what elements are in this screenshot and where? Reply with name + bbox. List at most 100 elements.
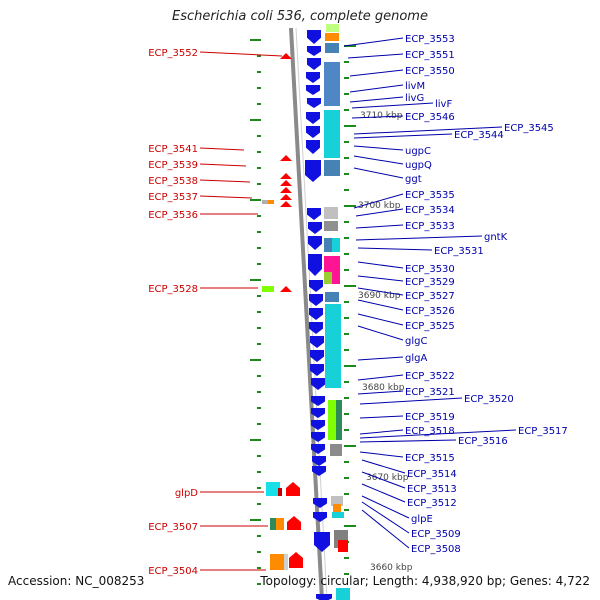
left-gene-label: ECP_3539 xyxy=(148,160,198,171)
cog-color-block xyxy=(332,238,340,252)
right-gene-label: ECP_3512 xyxy=(407,498,457,509)
right-gene-label: ECP_3534 xyxy=(405,205,455,216)
cog-color-block xyxy=(270,554,284,570)
right-label-leader xyxy=(351,102,434,109)
right-gene-label: ECP_3516 xyxy=(458,436,508,447)
cog-color-block xyxy=(324,62,340,106)
minus-strand-gene-arrow xyxy=(311,378,325,390)
right-label-leader xyxy=(357,325,404,341)
minus-strand-gene-arrow xyxy=(316,594,332,600)
scale-label: 3660 kbp xyxy=(370,563,413,573)
right-label-leader xyxy=(353,133,453,139)
plus-strand-gene-arrow xyxy=(280,53,292,59)
cog-color-block xyxy=(268,200,274,204)
cog-color-block xyxy=(276,518,284,530)
left-gene-label: ECP_3504 xyxy=(148,566,198,577)
right-gene-label: glpE xyxy=(411,514,433,525)
right-gene-label: gntK xyxy=(484,232,508,243)
right-label-leader xyxy=(361,501,410,534)
cog-color-block xyxy=(324,272,332,284)
scale-label: 3690 kbp xyxy=(358,291,401,301)
cog-color-block xyxy=(336,400,342,440)
cog-color-block xyxy=(270,518,276,530)
right-gene-label: ECP_3513 xyxy=(407,484,457,495)
cog-color-block xyxy=(332,512,344,518)
minus-strand-gene-arrow xyxy=(309,322,323,334)
right-label-leader xyxy=(349,69,404,77)
cog-color-block xyxy=(284,554,288,570)
cog-color-block xyxy=(324,160,340,176)
right-gene-label: ECP_3508 xyxy=(411,544,461,555)
minus-strand-gene-arrow xyxy=(311,420,325,430)
right-gene-label: ECP_3546 xyxy=(405,112,455,123)
cog-color-block xyxy=(262,286,274,292)
minus-strand-gene-arrow xyxy=(306,126,320,138)
right-gene-label: ECP_3531 xyxy=(434,246,484,257)
right-label-leader xyxy=(357,287,404,296)
minus-strand-gene-arrow xyxy=(306,112,320,124)
left-gene-label: ECP_3537 xyxy=(148,192,198,203)
scale-label: 3670 kbp xyxy=(366,473,409,483)
right-gene-label: ECP_3526 xyxy=(405,306,455,317)
minus-strand-gene-arrow xyxy=(308,222,322,234)
minus-strand-gene-arrow xyxy=(313,512,327,522)
right-gene-label: ECP_3518 xyxy=(405,426,455,437)
right-gene-label: ECP_3515 xyxy=(405,453,455,464)
right-label-leader xyxy=(349,84,404,93)
right-gene-label: ECP_3550 xyxy=(405,66,455,77)
cog-color-block xyxy=(336,588,350,600)
minus-strand-gene-arrow xyxy=(310,350,324,362)
minus-strand-gene-arrow xyxy=(307,58,321,70)
right-gene-label: glgC xyxy=(405,336,427,347)
minus-strand-gene-arrow xyxy=(309,294,323,306)
left-label-leader xyxy=(199,163,247,167)
right-gene-label: ECP_3553 xyxy=(405,34,455,45)
right-label-leader xyxy=(353,155,404,165)
right-gene-label: livF xyxy=(435,99,452,110)
right-label-leader xyxy=(355,208,404,217)
cog-color-block xyxy=(325,43,339,53)
right-label-leader xyxy=(361,459,406,474)
left-label-leader xyxy=(199,51,283,57)
minus-strand-gene-arrow xyxy=(309,280,323,292)
minus-strand-gene-arrow xyxy=(308,254,322,276)
right-label-leader xyxy=(351,115,404,119)
minus-strand-gene-arrow xyxy=(311,408,325,418)
right-gene-label: ECP_3525 xyxy=(405,321,455,332)
right-gene-label: ECP_3529 xyxy=(405,277,455,288)
right-label-leader xyxy=(359,429,404,435)
plus-strand-gene-arrow xyxy=(280,201,292,207)
right-label-leader xyxy=(359,415,404,419)
right-label-leader xyxy=(355,235,483,241)
left-label-leader xyxy=(199,179,251,183)
genome-summary: Topology: circular; Length: 4,938,920 bp… xyxy=(260,574,590,588)
right-label-leader xyxy=(359,429,517,439)
minus-strand-gene-arrow xyxy=(309,308,323,320)
minus-strand-gene-arrow xyxy=(313,498,327,508)
right-gene-label: ECP_3519 xyxy=(405,412,455,423)
minus-strand-gene-arrow xyxy=(306,72,320,83)
minus-strand-gene-arrow xyxy=(306,140,320,154)
right-label-leader xyxy=(359,451,404,458)
right-label-leader xyxy=(353,167,404,179)
right-gene-label: ECP_3509 xyxy=(411,529,461,540)
cog-color-block xyxy=(338,540,348,552)
right-label-leader xyxy=(361,471,406,489)
right-label-leader xyxy=(357,261,404,269)
right-gene-label: ECP_3535 xyxy=(405,190,455,201)
right-label-leader xyxy=(353,145,404,151)
plus-strand-gene-arrow xyxy=(280,286,292,292)
right-label-leader xyxy=(359,439,457,443)
right-label-leader xyxy=(357,390,404,395)
minus-strand-gene-arrow xyxy=(310,336,324,348)
minus-strand-gene-arrow xyxy=(307,98,321,108)
right-label-leader xyxy=(357,247,433,251)
cog-color-block xyxy=(325,33,339,41)
right-gene-label: ugpC xyxy=(405,146,431,157)
minus-strand-gene-arrow xyxy=(312,466,326,476)
right-label-leader xyxy=(347,53,404,59)
right-label-leader xyxy=(357,356,404,361)
left-gene-label: ECP_3528 xyxy=(148,284,198,295)
right-gene-label: livM xyxy=(405,81,425,92)
